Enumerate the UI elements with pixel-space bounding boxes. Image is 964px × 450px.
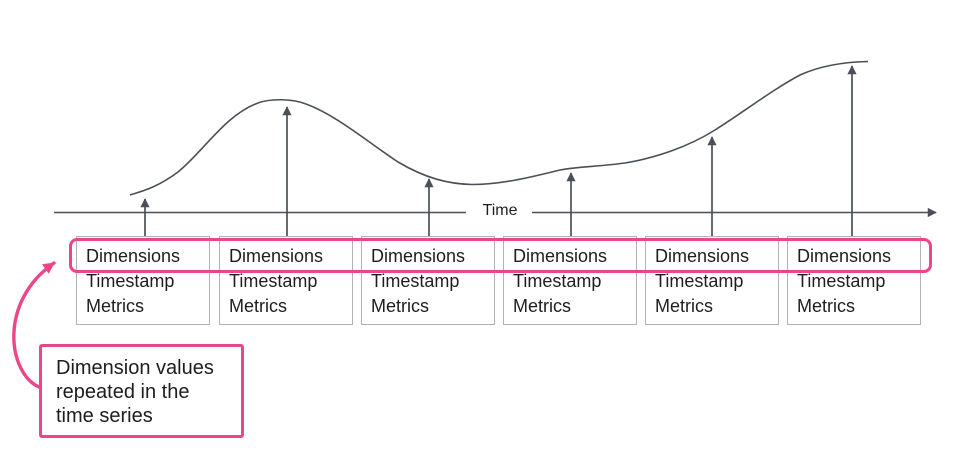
record-field-metrics: Metrics [86, 296, 144, 316]
annotation-line-2: repeated in the [56, 381, 190, 403]
annotation-callout: Dimension values repeated in the time se… [39, 344, 244, 438]
record-field-metrics: Metrics [655, 296, 713, 316]
record-box-3: Dimensions Timestamp Metrics [361, 236, 495, 325]
record-field-timestamp: Timestamp [513, 271, 602, 291]
annotation-line-1: Dimension values [56, 357, 214, 379]
record-field-dimensions: Dimensions [86, 246, 181, 266]
record-field-timestamp: Timestamp [371, 271, 460, 291]
record-box-2: Dimensions Timestamp Metrics [219, 236, 353, 325]
record-field-dimensions: Dimensions [371, 246, 466, 266]
record-field-dimensions: Dimensions [655, 246, 750, 266]
record-box-6: Dimensions Timestamp Metrics [787, 236, 921, 325]
record-field-dimensions: Dimensions [797, 246, 892, 266]
record-field-metrics: Metrics [797, 296, 855, 316]
record-field-metrics: Metrics [513, 296, 571, 316]
record-field-metrics: Metrics [229, 296, 287, 316]
record-field-timestamp: Timestamp [655, 271, 744, 291]
dimensions-highlight-band [69, 238, 932, 273]
record-field-dimensions: Dimensions [513, 246, 608, 266]
record-box-1: Dimensions Timestamp Metrics [76, 236, 210, 325]
record-field-timestamp: Timestamp [86, 271, 175, 291]
time-axis-label: Time [482, 202, 518, 219]
record-box-4: Dimensions Timestamp Metrics [503, 236, 637, 325]
record-field-dimensions: Dimensions [229, 246, 324, 266]
annotation-line-3: time series [56, 405, 153, 427]
time-series-curve [129, 60, 869, 196]
record-field-timestamp: Timestamp [797, 271, 886, 291]
record-field-timestamp: Timestamp [229, 271, 318, 291]
record-field-metrics: Metrics [371, 296, 429, 316]
